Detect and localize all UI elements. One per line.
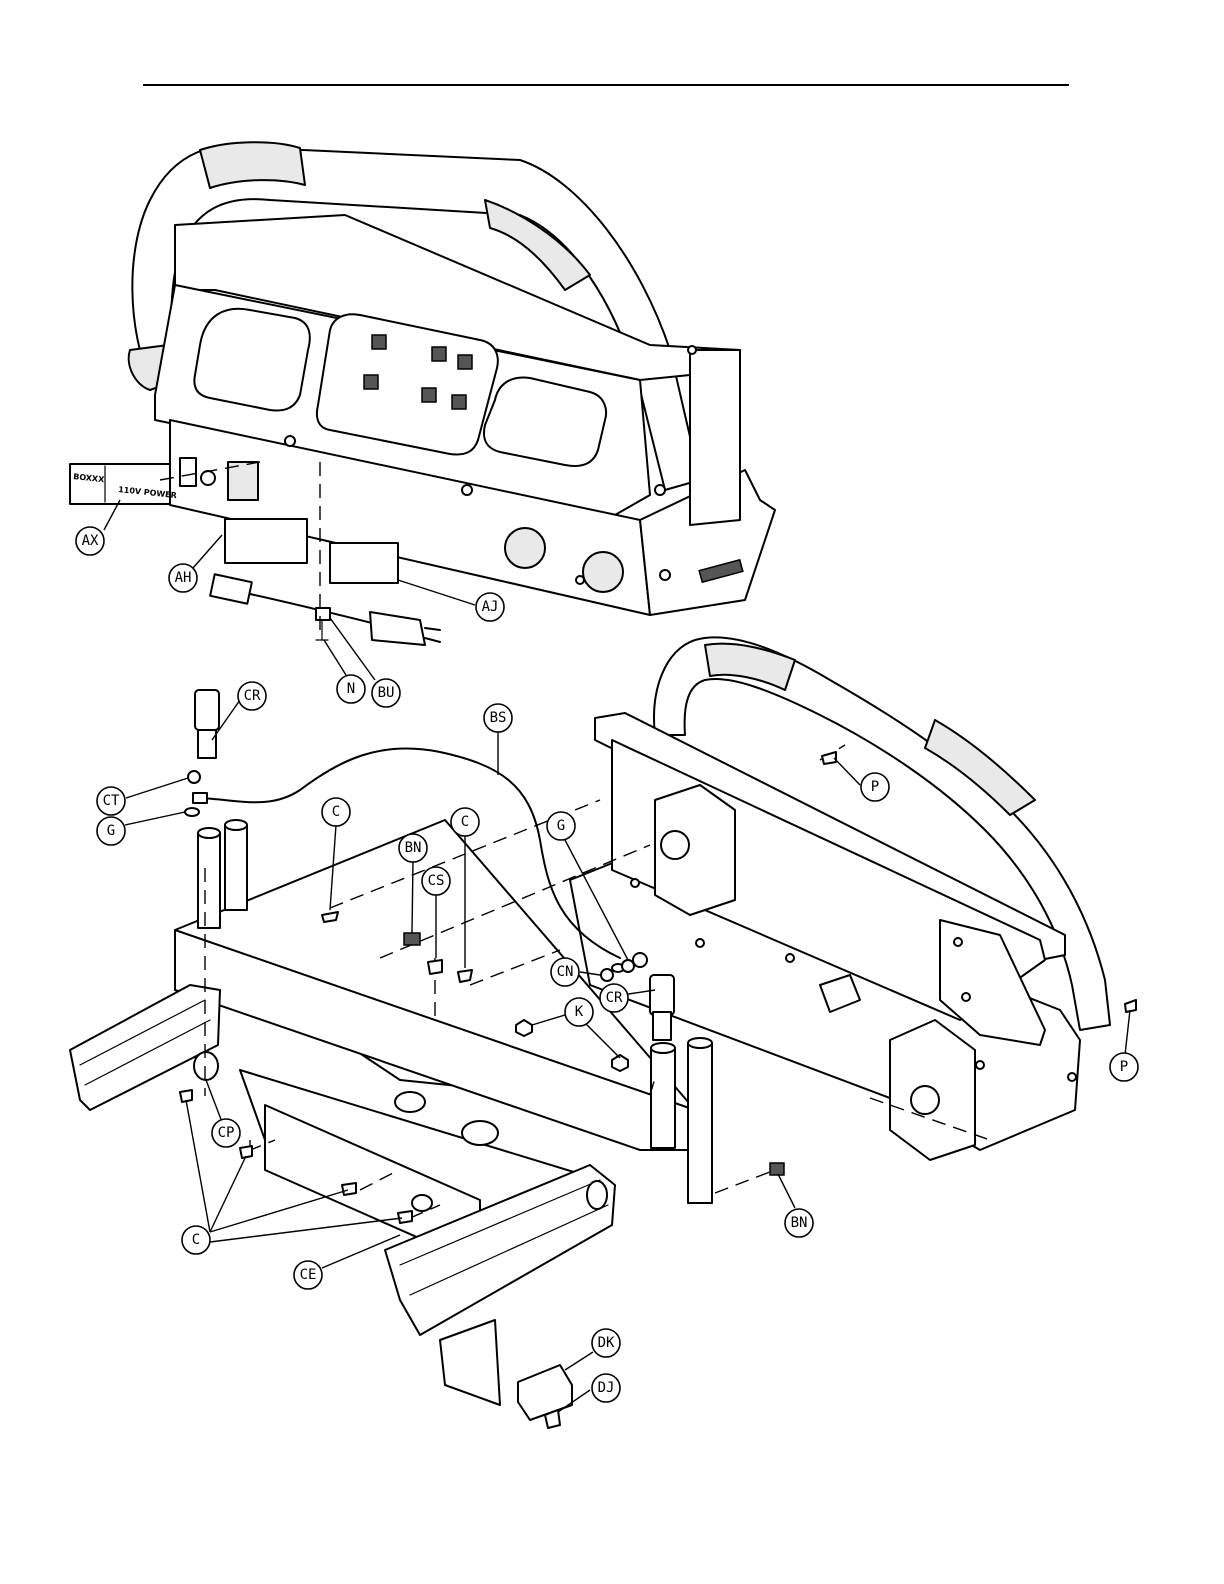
callout-dk-text: DK <box>598 1335 615 1351</box>
label-ah-plate <box>225 519 307 563</box>
cp-cap <box>194 1052 218 1080</box>
callout-aj-text: AJ <box>482 599 499 615</box>
callout-cp-text: CP <box>218 1125 235 1141</box>
callout-ct-text: CT <box>103 793 120 809</box>
ax-power-label-plate: BOXXX 110V POWER <box>70 464 177 504</box>
callout-cn-text: CN <box>557 964 574 980</box>
callout-c-mid: C <box>451 808 479 836</box>
callout-p-right: P <box>1110 1053 1138 1081</box>
callout-cr-top: CR <box>238 682 266 710</box>
right-motor-knob <box>661 831 689 859</box>
callout-c-bottom-text: C <box>192 1232 200 1248</box>
right-end-fitting <box>911 1086 939 1114</box>
top-side-bracket <box>690 350 740 525</box>
callout-g-right-text: G <box>557 818 565 834</box>
callout-n-text: N <box>347 681 355 697</box>
callout-ce-text: CE <box>300 1267 317 1283</box>
callout-ax: AX <box>76 527 104 555</box>
callout-ah-text: AH <box>175 570 192 586</box>
callout-n: N <box>337 675 365 703</box>
callout-cr-right: CR <box>600 984 628 1012</box>
callout-g-left: G <box>97 817 125 845</box>
callout-dj: DJ <box>592 1374 620 1402</box>
top-power-inlet <box>228 462 258 500</box>
callout-c-bottom: C <box>182 1226 210 1254</box>
callout-g-right: G <box>547 812 575 840</box>
callout-p-top-text: P <box>871 779 879 795</box>
callout-bn-bottom: BN <box>785 1209 813 1237</box>
callout-c-left-text: C <box>332 804 340 820</box>
callout-dk: DK <box>592 1329 620 1357</box>
callout-p-top: P <box>861 773 889 801</box>
callout-ct: CT <box>97 787 125 815</box>
dk-block <box>518 1365 572 1420</box>
top-handle-grip-left <box>200 142 305 188</box>
callout-cs-text: CS <box>428 873 445 889</box>
callout-dj-text: DJ <box>598 1380 615 1396</box>
callout-k-text: K <box>575 1004 584 1020</box>
top-speaker-right <box>583 552 623 592</box>
top-left-window <box>194 309 309 411</box>
callout-bu-text: BU <box>378 685 395 701</box>
top-power-switch <box>180 458 196 486</box>
callout-cr-right-text: CR <box>606 990 623 1006</box>
callout-ce: CE <box>294 1261 322 1289</box>
top-speaker-left <box>505 528 545 568</box>
callout-c-mid-text: C <box>461 814 469 830</box>
callout-aj: AJ <box>476 593 504 621</box>
callout-cp: CP <box>212 1119 240 1147</box>
callout-bu: BU <box>372 679 400 707</box>
callout-bn-top: BN <box>399 834 427 862</box>
callout-p-right-text: P <box>1120 1059 1128 1075</box>
callout-bn-top-text: BN <box>405 840 422 856</box>
callout-bn-bottom-text: BN <box>791 1215 808 1231</box>
callout-ax-text: AX <box>82 533 99 549</box>
callout-bs-text: BS <box>490 710 507 726</box>
callout-c-left: C <box>322 798 350 826</box>
label-aj-plate <box>330 543 398 583</box>
base-lower-bracket <box>440 1320 500 1405</box>
top-right-window <box>484 377 606 466</box>
callout-cn: CN <box>551 958 579 986</box>
callout-k: K <box>565 998 593 1026</box>
callout-bs: BS <box>484 704 512 732</box>
power-cord <box>210 574 440 645</box>
callout-cr-top-text: CR <box>244 688 261 704</box>
top-fuse-holder <box>201 471 215 485</box>
callout-g-left-text: G <box>107 823 115 839</box>
callout-cs: CS <box>422 867 450 895</box>
callout-ah: AH <box>169 564 197 592</box>
